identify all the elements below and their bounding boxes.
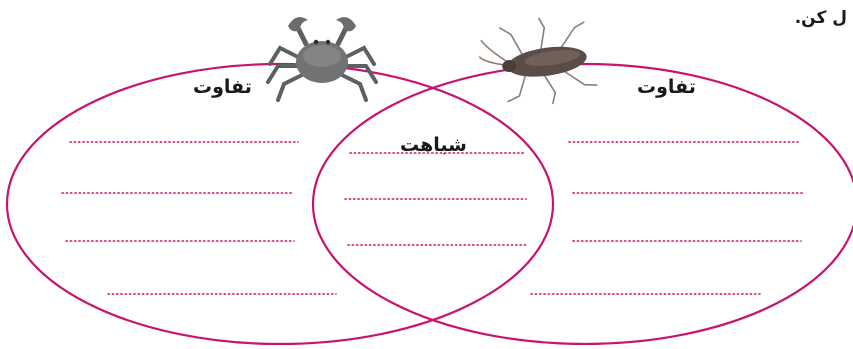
left-difference-label: تفاوت	[193, 76, 252, 98]
left-ellipse	[7, 64, 553, 344]
similarity-label: شباهت	[400, 134, 467, 156]
right-ellipse	[313, 64, 853, 344]
cockroach-picture	[475, 12, 598, 113]
instruction-text: ل کن.	[795, 8, 847, 28]
right-difference-label: تفاوت	[637, 76, 696, 98]
crab-picture	[268, 17, 376, 100]
